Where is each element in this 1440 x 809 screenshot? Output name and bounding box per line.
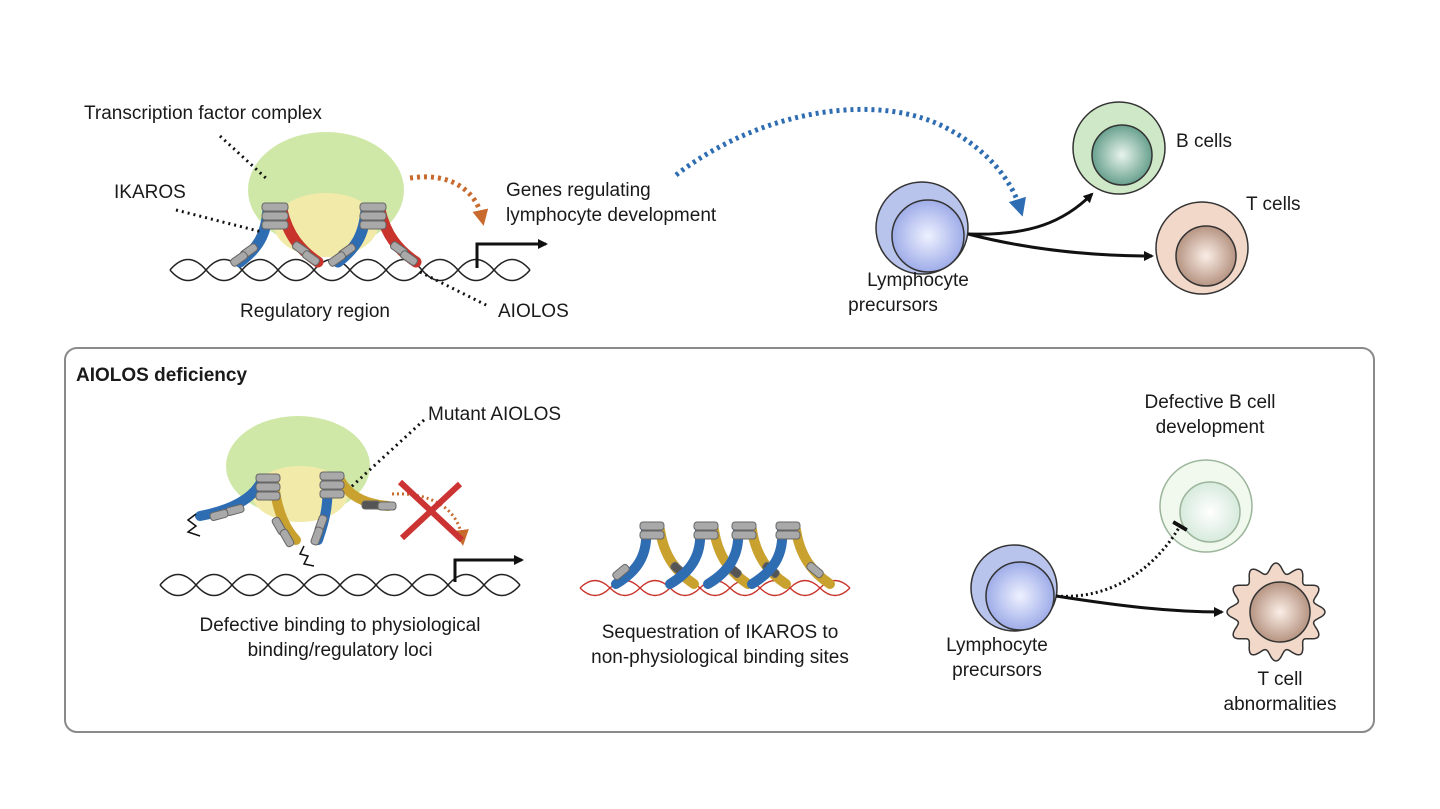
label-precursor-panel-line1: Lymphocyte	[946, 635, 1048, 656]
label-defective-binding-line2: binding/regulatory loci	[247, 640, 433, 661]
leader-lines-top	[175, 134, 489, 308]
label-genes-line1: Genes regulating	[506, 180, 651, 201]
label-t-abnormalities-line2: abnormalities	[1223, 694, 1337, 715]
label-defective-b-line2: development	[1155, 417, 1265, 438]
label-mutant-aiolos: Mutant AIOLOS	[428, 404, 562, 425]
aiolos-deficiency-panel	[64, 347, 1375, 733]
blocked-arrow-to-b-cell	[1055, 520, 1188, 598]
leader-ikaros	[175, 208, 263, 234]
ikaros-mutant-dimer-right	[310, 471, 397, 546]
label-t-cells: T cells	[1246, 194, 1301, 215]
sequestered-ikaros-dimers	[611, 521, 835, 589]
label-ikaros: IKAROS	[114, 182, 186, 203]
label-sequestration-line2: non-physiological binding sites	[591, 647, 849, 668]
ikaros-aiolos-dimer-left	[230, 202, 324, 268]
abnormal-t-cell	[1226, 562, 1326, 662]
arrow-to-abnormal-t-cell	[1055, 594, 1224, 617]
label-regulatory-region: Regulatory region	[240, 301, 390, 322]
ikaros-aiolos-dimer-right	[328, 202, 422, 268]
label-precursor-panel-line2: precursors	[952, 660, 1042, 681]
leader-tf-complex	[218, 134, 270, 182]
dna-helix-panel	[159, 573, 521, 597]
zigzag-broken-end-right	[298, 545, 315, 567]
label-transcription-factor-complex: Transcription factor complex	[84, 103, 322, 124]
label-precursor-top-line1: Lymphocyte	[867, 270, 969, 291]
lymphocyte-precursor-top	[875, 181, 969, 275]
label-b-cells: B cells	[1176, 131, 1232, 152]
panel-title: AIOLOS deficiency	[76, 365, 248, 386]
label-precursor-top-line2: precursors	[848, 295, 938, 316]
defective-b-cell	[1159, 459, 1253, 553]
b-cell-top	[1072, 101, 1166, 195]
arrow-to-t-cell	[967, 232, 1154, 261]
lymphocyte-precursor-panel	[970, 544, 1058, 632]
t-cell-top	[1155, 201, 1249, 295]
zigzag-broken-end-left	[186, 513, 201, 537]
label-genes-line2: lymphocyte development	[506, 205, 717, 226]
arrow-to-b-cell	[967, 192, 1094, 236]
transcription-start-arrow-top	[475, 239, 548, 268]
label-defective-binding-line1: Defective binding to physiological	[199, 615, 481, 636]
activation-arrow-orange	[409, 174, 489, 226]
blocked-activation-arrow	[391, 492, 469, 546]
regulation-arrow-blue	[674, 106, 1026, 217]
block-cross	[397, 479, 465, 543]
transcription-start-arrow-panel	[453, 555, 524, 582]
label-t-abnormalities-line1: T cell	[1257, 669, 1303, 690]
transcription-factor-complex-mutant	[226, 416, 370, 522]
label-aiolos: AIOLOS	[498, 301, 569, 322]
transcription-factor-complex	[248, 132, 404, 257]
leader-aiolos	[419, 270, 489, 308]
label-defective-b-line1: Defective B cell	[1144, 392, 1276, 413]
label-sequestration-line1: Sequestration of IKAROS to	[601, 622, 839, 643]
ikaros-mutant-dimer-left	[195, 473, 301, 548]
